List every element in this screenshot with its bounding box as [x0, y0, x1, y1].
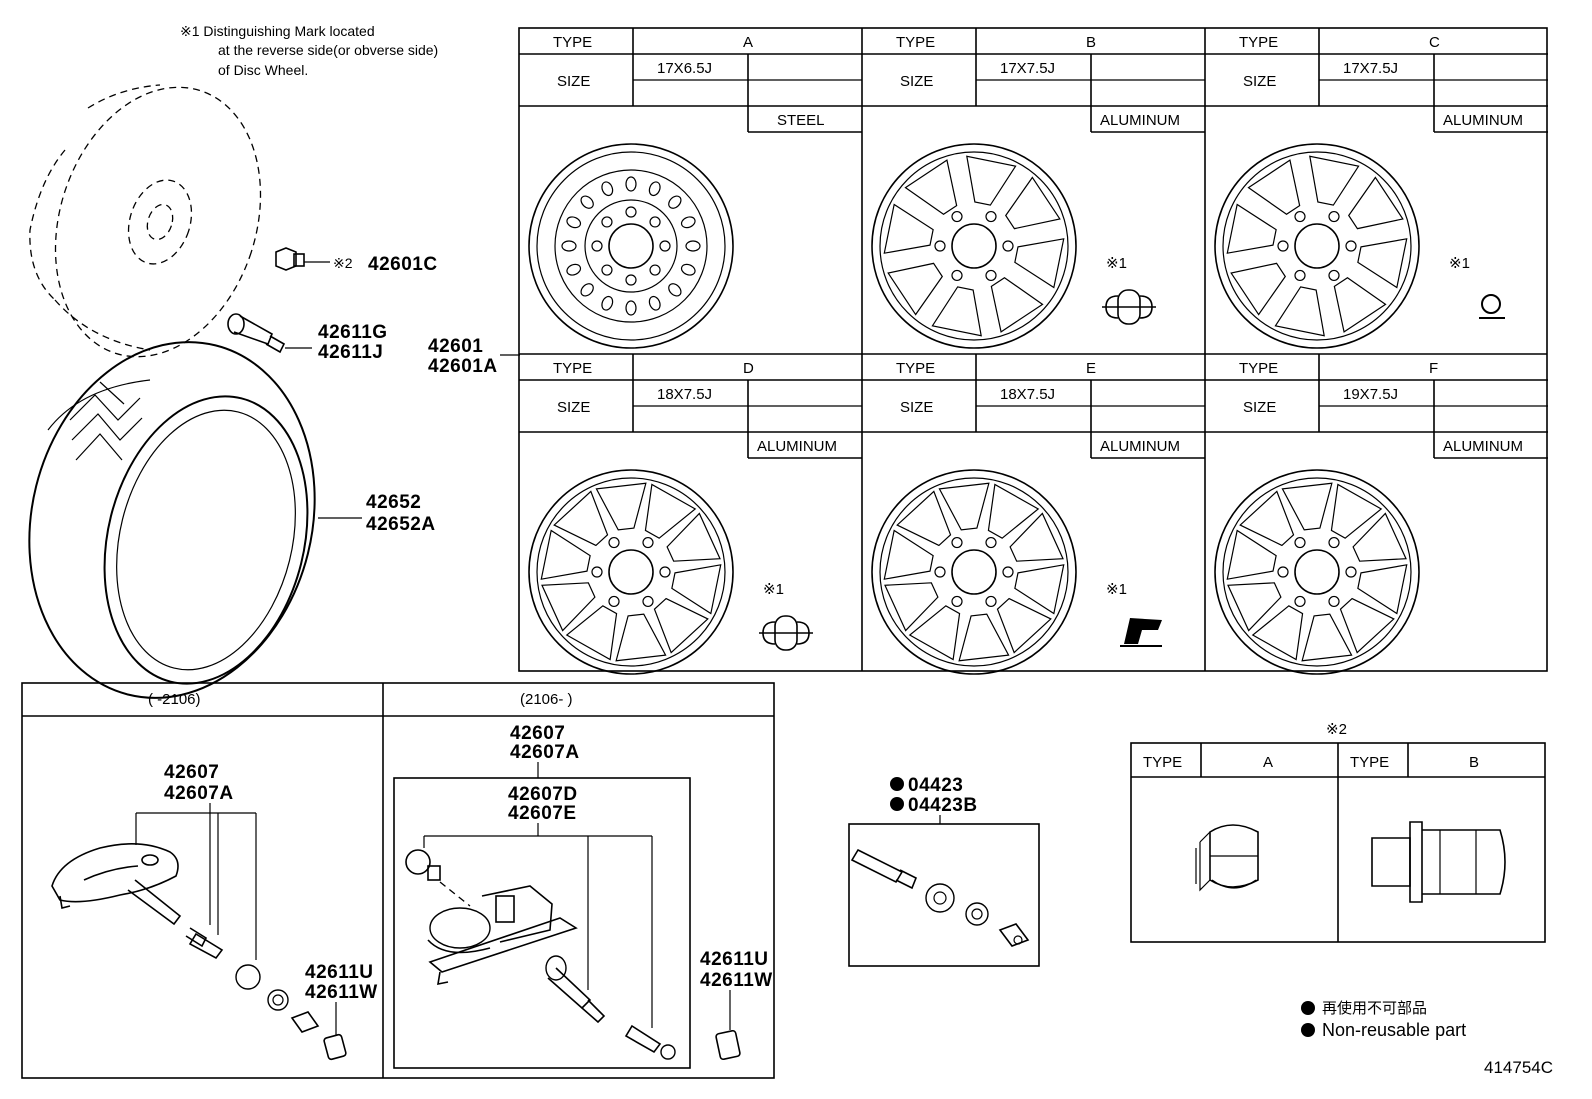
sensor-panels: [21, 682, 775, 1079]
valve-cap-new-icon: [715, 1029, 741, 1061]
part-number-valve-1: 42611G: [318, 322, 388, 343]
wheel-a-size-value: 17X6.5J: [657, 60, 712, 77]
valve-core-old-icon: [188, 932, 320, 1033]
part-number-tire-1: 42652: [366, 492, 421, 513]
wheel-cell-d: TYPE D SIZE 18X7.5J ALUMINUM ※1: [519, 354, 862, 675]
figure-id: 414754C: [1484, 1058, 1553, 1077]
part-number-sensor-new-sub-2: 42607E: [508, 803, 577, 824]
part-number-cap-new-2: 42611W: [700, 970, 773, 991]
note-mark1-line3: of Disc Wheel.: [218, 62, 308, 78]
tpms-sensor-new-icon: [405, 849, 676, 1060]
wheel-e-type-label: TYPE: [896, 360, 935, 377]
wheel-table: [518, 27, 1548, 672]
part-number-sensor-old-2: 42607A: [164, 783, 234, 804]
part-number-sensor-old-1: 42607: [164, 762, 219, 783]
nut-table-mark: ※2: [1326, 721, 1347, 738]
part-number-sensor-new-1: 42607: [510, 723, 565, 744]
sensor-panel-left-header: ( -2106): [148, 691, 201, 708]
part-number-wheel-1: 42601: [428, 336, 483, 357]
wheel-f-size-value: 19X7.5J: [1343, 386, 1398, 403]
lug-nut-type-b-icon: [1371, 821, 1506, 903]
tpms-sensor-old-icon: [51, 843, 208, 948]
distinguishing-mark-icon: [1479, 294, 1505, 319]
part-number-sensor-new-sub-1: 42607D: [508, 784, 578, 805]
nut-table-type-b-label: TYPE: [1350, 754, 1389, 771]
wheel-b-mark1: ※1: [1106, 255, 1127, 272]
wheel-a-type-label: TYPE: [553, 34, 592, 51]
note-mark1-line1: ※1 Distinguishing Mark located: [180, 23, 375, 39]
wheel-d-mark1: ※1: [763, 581, 784, 598]
part-number-kit-1: 04423: [908, 775, 963, 796]
wheel-c-size-label: SIZE: [1243, 73, 1276, 90]
wheel-b-material: ALUMINUM: [1100, 112, 1180, 129]
wheel-d-size-value: 18X7.5J: [657, 386, 712, 403]
wheel-e-material: ALUMINUM: [1100, 438, 1180, 455]
sensor-panel-right-header: (2106- ): [520, 691, 573, 708]
wheel-cell-f: TYPE F SIZE 19X7.5J ALUMINUM: [1205, 354, 1548, 675]
wheel-f-size-label: SIZE: [1243, 399, 1276, 416]
valve-kit-icon: [850, 848, 1030, 947]
part-number-cap-new-1: 42611U: [700, 949, 769, 970]
wheel-c-mark1: ※1: [1449, 255, 1470, 272]
part-number-wheel-2: 42601A: [428, 356, 498, 377]
wheel-f-type-label: TYPE: [1239, 360, 1278, 377]
mark2-small-symbol: ※2: [333, 255, 353, 271]
wheel-cell-c: TYPE C SIZE 17X7.5J ALUMINUM ※1: [1205, 28, 1548, 349]
wheel-cell-e: TYPE E SIZE 18X7.5J ALUMINUM ※1: [862, 354, 1205, 675]
valve-cap-old-icon: [323, 1033, 347, 1061]
wheel-e-size-value: 18X7.5J: [1000, 386, 1055, 403]
part-number-tire-2: 42652A: [366, 514, 436, 535]
wheel-cell-a: TYPE A SIZE 17X6.5J STEEL: [519, 28, 862, 349]
wheel-a-material: STEEL: [777, 112, 825, 129]
wheel-cell-b: TYPE B SIZE 17X7.5J ALUMINUM ※1: [862, 28, 1205, 349]
valve-stem-icon: [227, 313, 312, 354]
wheel-b-size-value: 17X7.5J: [1000, 60, 1055, 77]
legend-japanese: 再使用不可部品: [1322, 1000, 1427, 1017]
distinguishing-mark-icon: [1102, 289, 1156, 325]
sensor-new-leaders: [423, 823, 653, 1028]
lug-nut-icon: [275, 247, 330, 271]
wheel-a-type-value: A: [743, 34, 753, 51]
nut-table-type-a: A: [1263, 754, 1273, 771]
wheel-d-size-label: SIZE: [557, 399, 590, 416]
wheel-e-type-value: E: [1086, 360, 1096, 377]
part-number-valve-2: 42611J: [318, 342, 383, 363]
wheel-c-size-value: 17X7.5J: [1343, 60, 1398, 77]
wheel-b-type-label: TYPE: [896, 34, 935, 51]
nut-table: [1130, 742, 1546, 943]
wheel-e-mark1: ※1: [1106, 581, 1127, 598]
wheel-f-material: ALUMINUM: [1443, 438, 1523, 455]
wheel-d-material: ALUMINUM: [757, 438, 837, 455]
wheel-b-type-value: B: [1086, 34, 1096, 51]
note-mark1-line2: at the reverse side(or obverse side): [218, 42, 438, 58]
part-number-cap-old-1: 42611U: [305, 962, 374, 983]
distinguishing-mark-icon: [1120, 618, 1162, 647]
nut-table-type-a-label: TYPE: [1143, 754, 1182, 771]
spare-wheel-illustration: [29, 84, 262, 358]
wheel-f-type-value: F: [1429, 360, 1438, 377]
lug-nut-type-a-icon: [1195, 824, 1259, 892]
sensor-old-leaders: [135, 803, 257, 960]
distinguishing-mark-icon: [759, 615, 813, 651]
wheel-d-type-label: TYPE: [553, 360, 592, 377]
tire-illustration: [28, 341, 316, 699]
wheel-c-type-value: C: [1429, 34, 1440, 51]
part-number-sensor-new-2: 42607A: [510, 742, 580, 763]
wheel-b-size-label: SIZE: [900, 73, 933, 90]
wheel-d-type-value: D: [743, 360, 754, 377]
wheel-c-material: ALUMINUM: [1443, 112, 1523, 129]
wheel-c-type-label: TYPE: [1239, 34, 1278, 51]
part-number-kit-2: 04423B: [908, 795, 978, 816]
part-number-cap-old-2: 42611W: [305, 982, 378, 1003]
wheel-a-size-label: SIZE: [557, 73, 590, 90]
legend-english: Non-reusable part: [1322, 1020, 1466, 1040]
nut-table-type-b: B: [1469, 754, 1479, 771]
wheel-e-size-label: SIZE: [900, 399, 933, 416]
part-number-lug-nut: 42601C: [368, 254, 438, 275]
